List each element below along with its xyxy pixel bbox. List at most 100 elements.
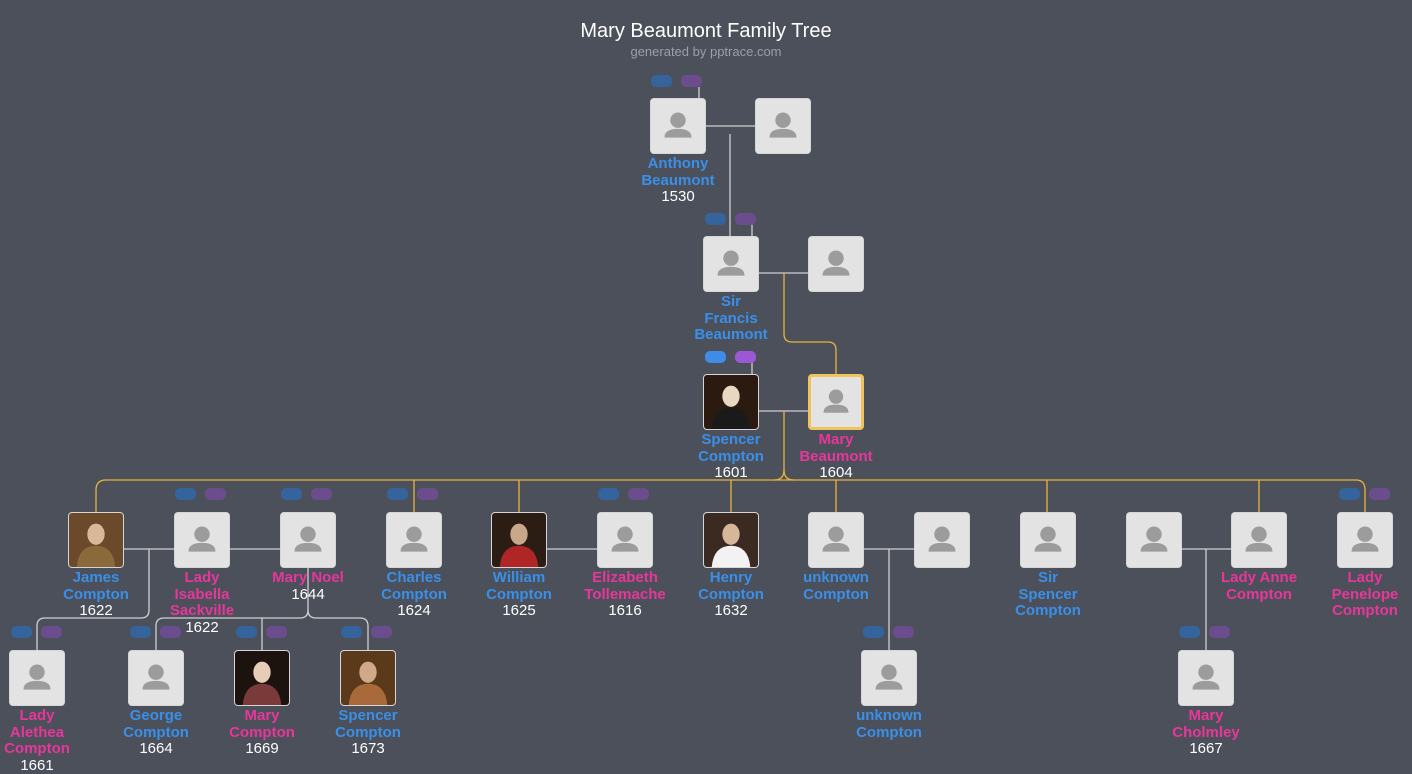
father-toggle-icon[interactable] (281, 488, 302, 500)
page-title: Mary Beaumont Family Tree (580, 20, 832, 42)
person-card-alethea[interactable] (9, 650, 65, 706)
person-card-penelope[interactable] (1337, 512, 1393, 568)
person-birth-year: 1669 (245, 740, 279, 757)
person-placeholder-icon (598, 513, 652, 567)
mother-toggle-icon[interactable] (1209, 626, 1230, 638)
person-card-ladyanne[interactable] (1231, 512, 1287, 568)
person-card-isabella[interactable] (174, 512, 230, 568)
person-card-william[interactable] (491, 512, 547, 568)
mother-toggle-icon[interactable] (371, 626, 392, 638)
person-card-henry[interactable] (703, 512, 759, 568)
person-name: Henry (709, 569, 753, 586)
father-toggle-icon[interactable] (175, 488, 196, 500)
father-toggle-icon[interactable] (1179, 626, 1200, 638)
person-card-francis_spouse[interactable] (808, 236, 864, 292)
person-birth-year: 1530 (661, 188, 695, 205)
father-toggle-icon[interactable] (598, 488, 619, 500)
person-card-spencer1601[interactable] (703, 374, 759, 430)
mother-toggle-icon[interactable] (735, 213, 756, 225)
father-toggle-icon[interactable] (11, 626, 32, 638)
person-birth-year: 1644 (291, 585, 325, 603)
person-card-james[interactable] (68, 512, 124, 568)
person-card-elizabeth[interactable] (597, 512, 653, 568)
person-card-charles[interactable] (386, 512, 442, 568)
mother-toggle-icon[interactable] (681, 75, 702, 87)
person-name: unknown (803, 569, 869, 586)
person-card-marynoel[interactable] (280, 512, 336, 568)
mother-toggle-icon[interactable] (41, 626, 62, 638)
person-placeholder-icon (387, 513, 441, 567)
person-card-unknown2[interactable] (861, 650, 917, 706)
father-toggle-icon[interactable] (341, 626, 362, 638)
father-toggle-icon[interactable] (863, 626, 884, 638)
mother-toggle-icon[interactable] (311, 488, 332, 500)
person-birth-year: 1601 (714, 464, 748, 481)
father-toggle-icon[interactable] (387, 488, 408, 500)
mother-toggle-icon[interactable] (628, 488, 649, 500)
descendant-line-mary (783, 273, 837, 374)
person-name: Spencer (701, 431, 761, 448)
father-toggle-icon[interactable] (1339, 488, 1360, 500)
person-card-anne_spouse[interactable] (1126, 512, 1182, 568)
mother-toggle-icon[interactable] (266, 626, 287, 638)
person-card-francis[interactable] (703, 236, 759, 292)
person-card-anthony[interactable] (650, 98, 706, 154)
person-name: Compton (63, 585, 129, 603)
mother-toggle-icon[interactable] (1369, 488, 1390, 500)
mother-toggle-icon[interactable] (735, 351, 756, 363)
portrait-photo (235, 651, 289, 705)
mother-toggle-icon[interactable] (205, 488, 226, 500)
mother-toggle-icon[interactable] (160, 626, 181, 638)
person-card-spencer1673[interactable] (340, 650, 396, 706)
person-placeholder-icon (809, 513, 863, 567)
mother-toggle-icon[interactable] (893, 626, 914, 638)
child-link-george (155, 568, 309, 650)
person-card-mary1604[interactable] (808, 374, 864, 430)
person-placeholder-icon (915, 513, 969, 567)
person-placeholder-icon (1232, 513, 1286, 567)
person-card-marycompton[interactable] (234, 650, 290, 706)
father-toggle-icon[interactable] (705, 213, 726, 225)
person-placeholder-icon (1021, 513, 1075, 567)
person-card-marycholmley[interactable] (1178, 650, 1234, 706)
person-card-george[interactable] (128, 650, 184, 706)
father-toggle-icon[interactable] (130, 626, 151, 638)
father-toggle-icon[interactable] (236, 626, 257, 638)
person-birth-year: 1673 (351, 740, 385, 757)
person-card-unknown1_spouse[interactable] (914, 512, 970, 568)
person-birth-year: 1616 (608, 602, 642, 619)
person-card-unknown1[interactable] (808, 512, 864, 568)
person-placeholder-icon (129, 651, 183, 705)
person-card-sirspencer[interactable] (1020, 512, 1076, 568)
person-name: Francis (704, 309, 758, 327)
father-toggle-icon[interactable] (705, 351, 726, 363)
person-card-anthony_spouse[interactable] (755, 98, 811, 154)
person-name: Compton (856, 723, 922, 741)
father-toggle-icon[interactable] (651, 75, 672, 87)
person-placeholder-icon (1338, 513, 1392, 567)
person-name: Alethea (9, 723, 65, 741)
mother-toggle-icon[interactable] (417, 488, 438, 500)
